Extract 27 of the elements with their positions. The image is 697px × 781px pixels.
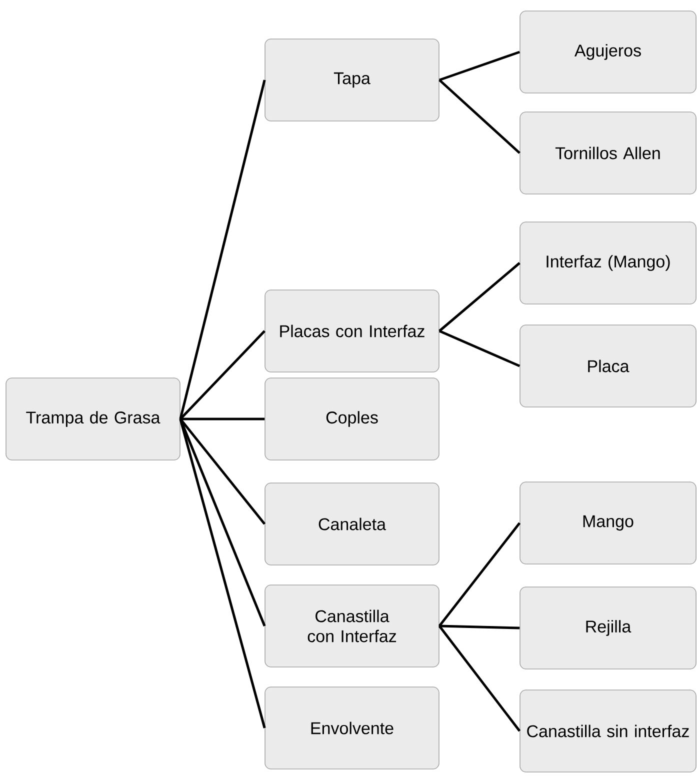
category-box: Tapa <box>264 38 440 122</box>
category-box: Canastilla sin interfaz <box>520 690 696 772</box>
category-box: Placas con Interfaz <box>264 290 440 372</box>
category-box: Envolvente <box>264 686 440 770</box>
connector-line <box>180 418 265 420</box>
category-box: Coples <box>264 378 440 460</box>
connector-line <box>179 80 266 420</box>
category-box: Interfaz (Mango) <box>520 222 696 304</box>
category-box: Canaleta <box>264 482 440 566</box>
category-box: Agujeros <box>520 10 696 94</box>
category-box: Mango <box>520 482 696 564</box>
category-box: Canastilla con Interfaz <box>264 584 440 668</box>
connector-line <box>439 624 520 630</box>
connector-line <box>439 50 520 82</box>
category-box: Tornillos Allen <box>520 112 696 194</box>
category-box: Rejilla <box>520 586 696 670</box>
connector-line <box>438 522 521 627</box>
connector-line <box>438 625 521 732</box>
connector-line <box>179 418 266 626</box>
category-box: Placa <box>520 324 696 408</box>
connector-line <box>180 330 266 420</box>
connector-line <box>179 418 266 525</box>
connector-line <box>179 418 266 728</box>
connector-line <box>438 262 520 332</box>
category-box: Trampa de Grasa <box>6 378 180 460</box>
connector-line <box>438 330 520 368</box>
connector-line <box>438 79 520 154</box>
